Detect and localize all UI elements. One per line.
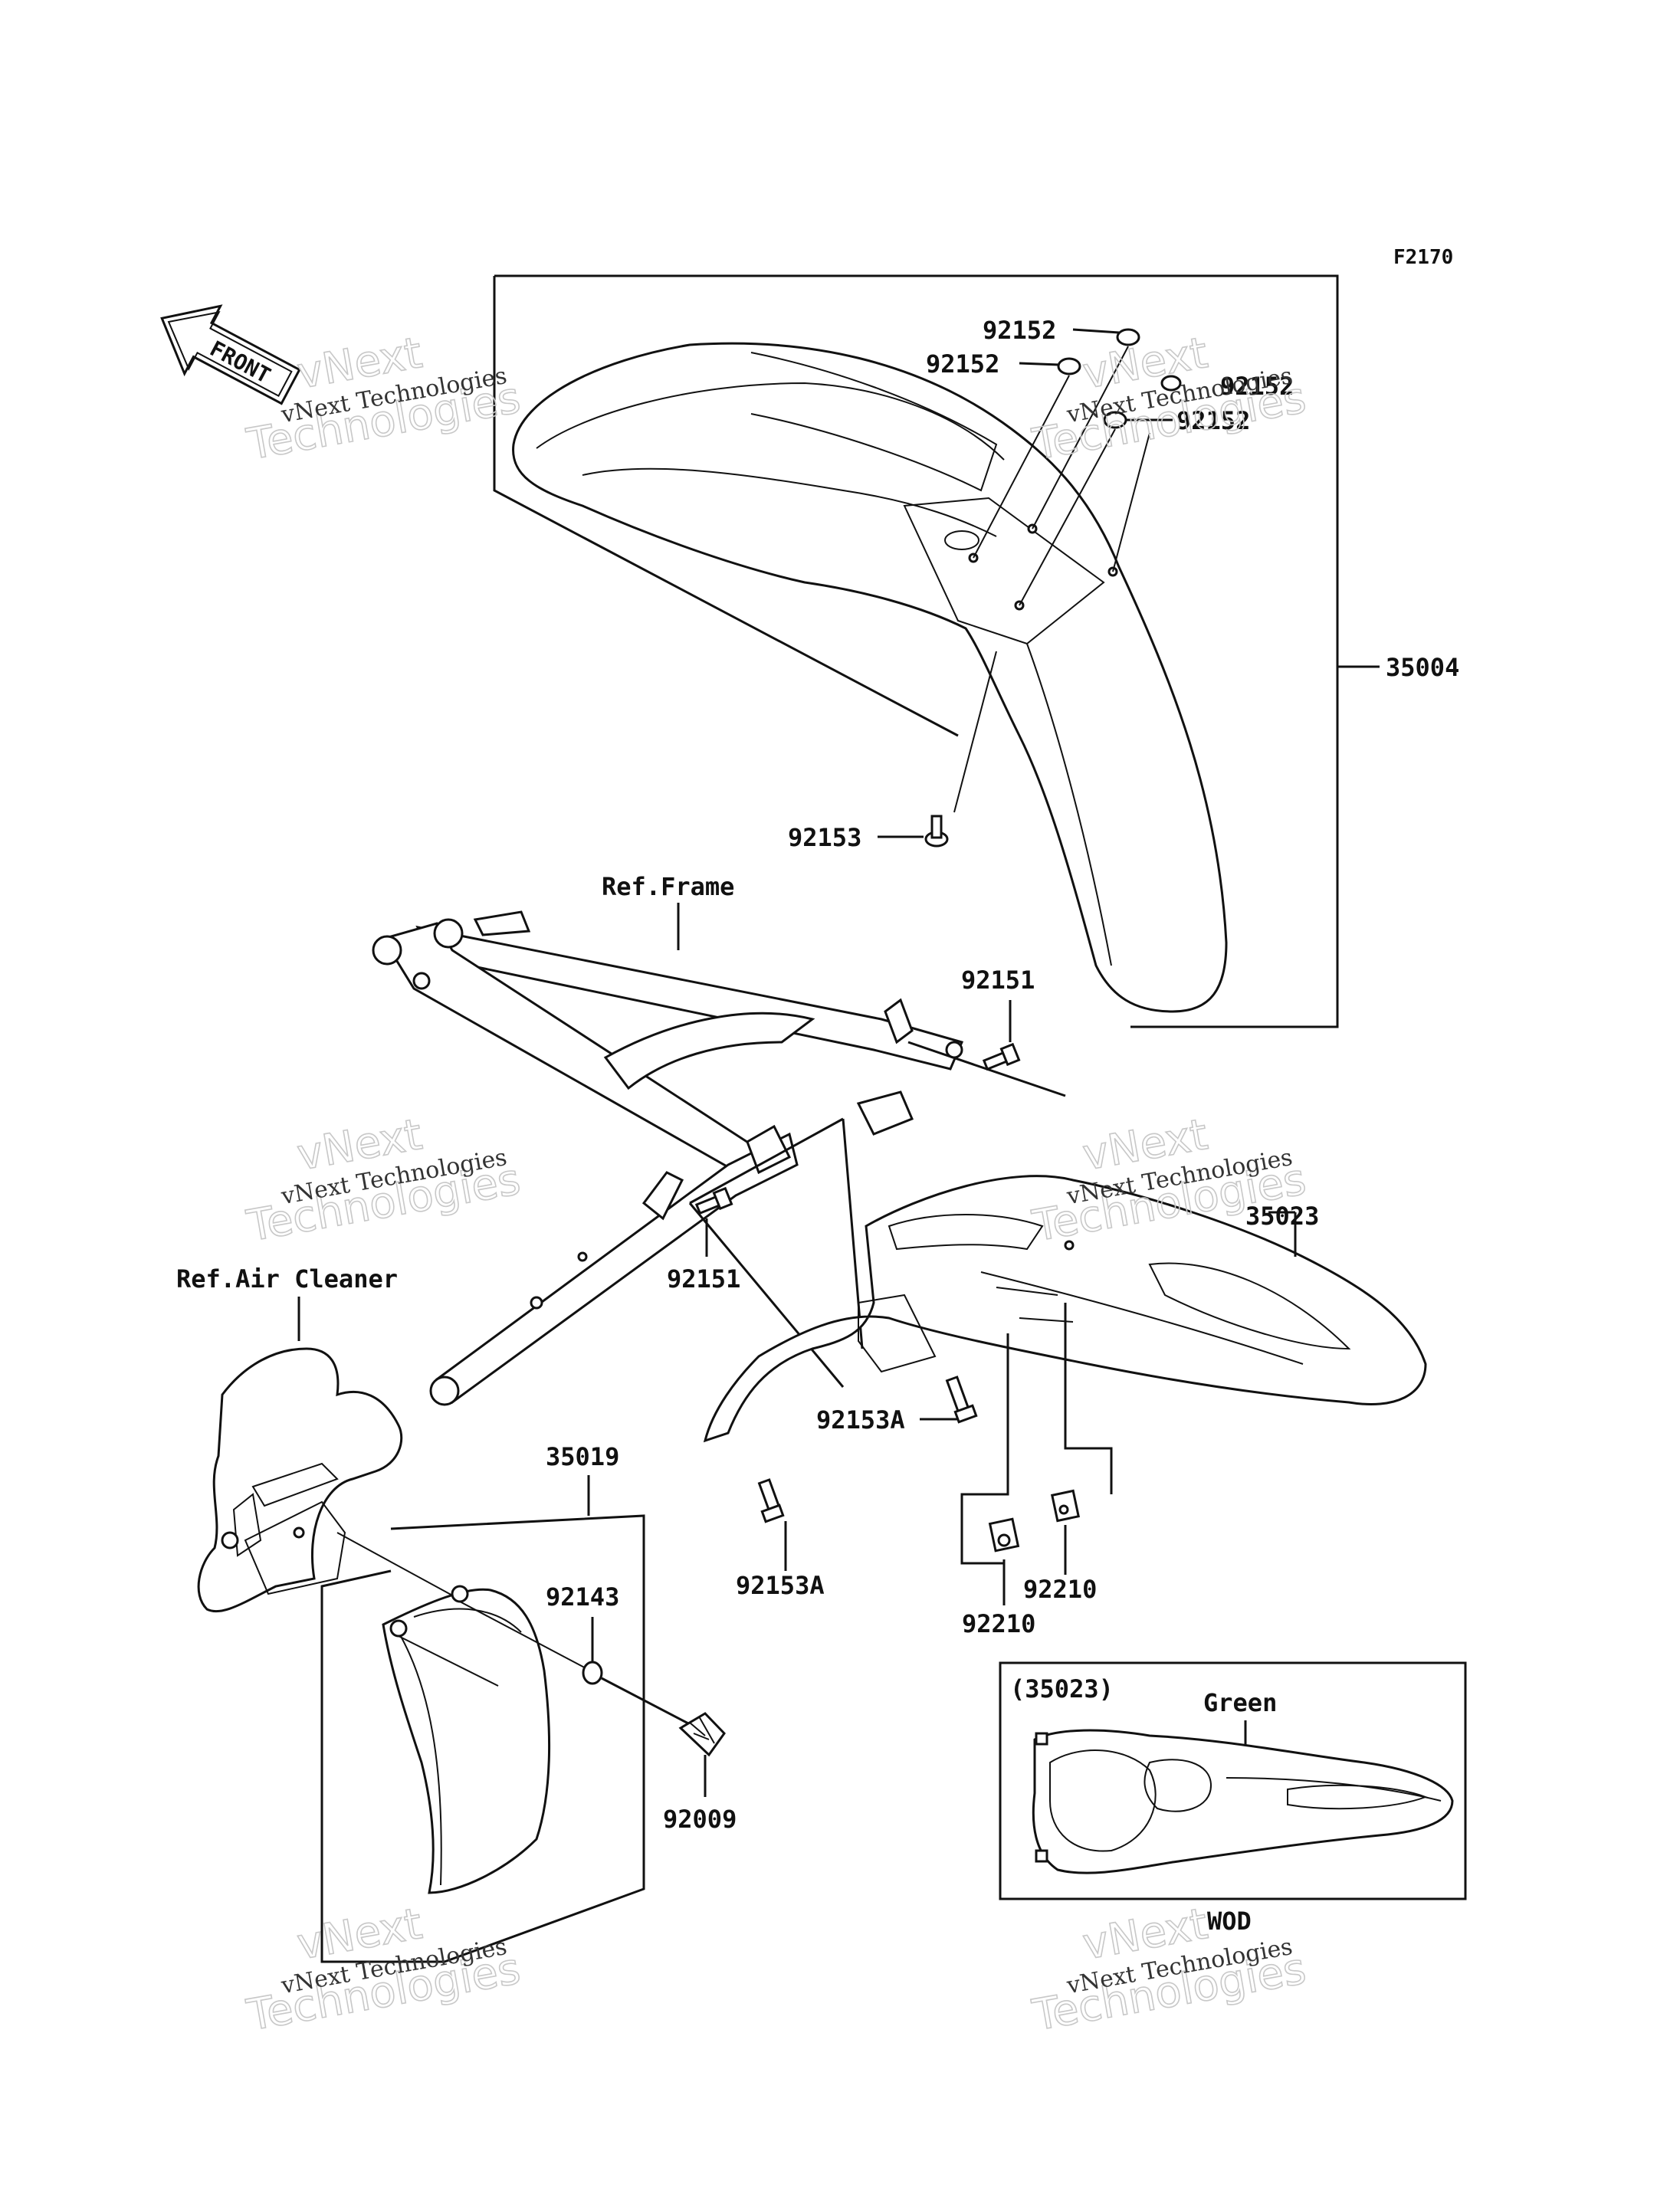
figure-code: F2170 [1393,246,1453,269]
front-arrow-icon: FRONT [160,304,301,405]
mud-flap [382,1588,551,1894]
nut-92210-a [988,1517,1020,1553]
rear-fender-group: 35023 92210 92210 [688,1041,1427,1638]
bolt-92151-b [694,1186,733,1215]
washer-92143 [582,1661,603,1685]
callout-92210-a: 92210 [962,1609,1035,1638]
inset-variant-label: WOD [1207,1907,1252,1936]
nut-92210-b [1050,1489,1081,1523]
watermark-3: vNext Technologies vNext Technologies [242,1109,524,1252]
inset-part-ref: (35023) [1010,1674,1114,1703]
front-fender-group: 35004 92152 92152 92152 92152 [493,274,1459,1028]
callout-ref-air-cleaner: Ref.Air Cleaner [176,1264,398,1294]
air-cleaner-group: Ref.Air Cleaner [176,1264,507,1625]
callout-ref-frame: Ref.Frame [602,872,734,901]
bolt-92151-a [982,1042,1021,1071]
callout-35019: 35019 [546,1442,619,1471]
washer-92152-b [1057,357,1081,375]
mud-flap-group: 35019 92143 92009 [320,1442,737,1963]
frame-group: Ref.Frame [372,872,964,1406]
callout-92152-a: 92152 [983,316,1056,345]
callout-92152-b: 92152 [926,349,999,379]
callout-92152-c: 92152 [1220,372,1294,401]
watermark-5: vNext Technologies vNext Technologies [242,1898,524,2041]
washer-92152-d [1103,411,1127,429]
inset-color-label: Green [1203,1688,1277,1717]
callout-92152-d: 92152 [1176,406,1250,435]
callout-92210-b: 92210 [1023,1575,1097,1604]
callout-92153A-a: 92153A [816,1405,905,1435]
callout-92153: 92153 [788,823,861,852]
bolt-92153A-b [757,1478,785,1523]
bolt-92153A-a [945,1376,978,1424]
inset-rear-fender [1032,1729,1454,1874]
callout-92153A-b: 92153A [736,1571,825,1600]
callout-92143: 92143 [546,1582,619,1612]
screw-92009 [601,1677,726,1757]
watermark-6: vNext Technologies vNext Technologies [1028,1898,1310,2041]
washer-92152-a [1116,328,1140,346]
color-variant-inset: (35023) Green WOD [999,1661,1467,1936]
callout-92009: 92009 [663,1805,737,1834]
screw-92153 [924,815,949,848]
callout-35004: 35004 [1386,653,1459,682]
callout-92151-b: 92151 [667,1264,740,1294]
callout-92151-a: 92151 [961,966,1035,995]
front-fender [512,342,1228,1013]
group-bracket-35004 [493,274,1339,1028]
washer-92152-c [1160,375,1182,392]
callout-35023: 35023 [1245,1202,1319,1231]
